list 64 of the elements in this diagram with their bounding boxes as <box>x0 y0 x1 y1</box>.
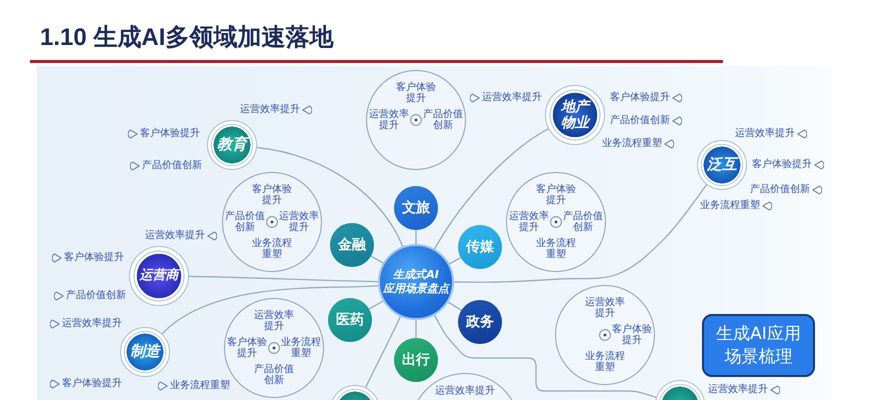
branch-label: 产品价值创新 <box>142 160 202 172</box>
dimension-label: 运营效率提升 <box>508 211 550 233</box>
dimension-label: 运营效率提升 <box>584 297 626 319</box>
connector-line <box>256 146 404 247</box>
dimension-label: 运营效率提升 <box>368 109 410 131</box>
branch-label: 客户体验提升 <box>64 252 124 264</box>
dimension-label: 客户体验提升 <box>535 184 577 206</box>
industry-label: 地产物业 <box>560 98 590 132</box>
dimension-label: 运营效率提升 <box>278 211 320 233</box>
branch-label: 运营效率提升 <box>708 384 768 396</box>
connector-line <box>365 316 401 388</box>
dimension-label: 产品价值创新 <box>224 211 266 233</box>
branch-label: 业务流程重塑 <box>700 200 760 212</box>
connector-line <box>368 300 384 310</box>
branch-label: 产品价值创新 <box>610 115 670 127</box>
industry-label: 制造 <box>130 343 160 361</box>
industry-label: 教育 <box>217 136 247 154</box>
branch-label: 运营效率提升 <box>735 128 795 140</box>
dimension-label: 业务流程重塑 <box>280 337 322 359</box>
industry-label: 运营商 <box>140 268 178 284</box>
hub-label: 生成式AI应用场景盘点 <box>382 268 451 296</box>
branch-label: 产品价值创新 <box>750 184 810 196</box>
branch-label: 产品价值创新 <box>66 290 126 302</box>
branch-label: 客户体验提升 <box>752 159 812 171</box>
dimension-label: 客户体验提升 <box>251 184 293 206</box>
category-label: 传媒 <box>466 238 494 256</box>
category-label: 医药 <box>336 312 364 328</box>
dimension-label: 业务流程重塑 <box>535 238 577 260</box>
branch-label: 客户体验提升 <box>610 92 670 104</box>
industry-label: 泛互 <box>707 156 737 174</box>
category-label: 金融 <box>338 236 366 254</box>
category-label: 出行 <box>402 352 430 368</box>
dimension-label: 运营效率提升 <box>253 310 295 332</box>
connector-line <box>454 184 708 283</box>
category-label: 政务 <box>466 314 494 330</box>
connector-line <box>415 320 417 338</box>
branch-label: 运营效率提升 <box>240 104 300 116</box>
dimension-label: 客户体验提升 <box>395 82 437 104</box>
summary-callout: 生成AI应用场景梳理 <box>702 314 815 377</box>
dimension-label: 产品价值创新 <box>562 211 604 233</box>
page-title: 1.10 生成AI多领域加速落地 <box>40 23 334 53</box>
dimension-label: 产品价值创新 <box>253 364 295 386</box>
connector-line <box>162 285 378 334</box>
connector-line <box>415 230 417 244</box>
branch-label: 业务流程重塑 <box>170 380 230 392</box>
branch-label: 运营效率提升 <box>62 318 122 330</box>
branch-label: 运营效率提升 <box>145 230 205 242</box>
connector-line <box>434 314 656 398</box>
branch-label: 客户体验提升 <box>62 378 122 390</box>
category-label: 文旅 <box>402 200 430 216</box>
branch-label: 客户体验提升 <box>140 128 200 140</box>
dimension-label: 客户体验提升 <box>226 337 268 359</box>
connector-line <box>449 257 461 264</box>
branch-label: 业务流程重塑 <box>602 138 662 150</box>
connector-line <box>370 255 384 264</box>
branch-label: 运营效率提升 <box>482 92 542 104</box>
dimension-label: 客户体验提升 <box>611 324 653 346</box>
dimension-label: 业务流程重塑 <box>584 351 626 373</box>
connector-line <box>448 302 462 311</box>
connector-line <box>189 276 378 282</box>
dimension-label: 运营效率提升 <box>434 386 496 396</box>
connector-line <box>434 128 549 250</box>
dimension-label: 产品价值创新 <box>422 109 464 131</box>
dimension-label: 业务流程重塑 <box>251 238 293 260</box>
